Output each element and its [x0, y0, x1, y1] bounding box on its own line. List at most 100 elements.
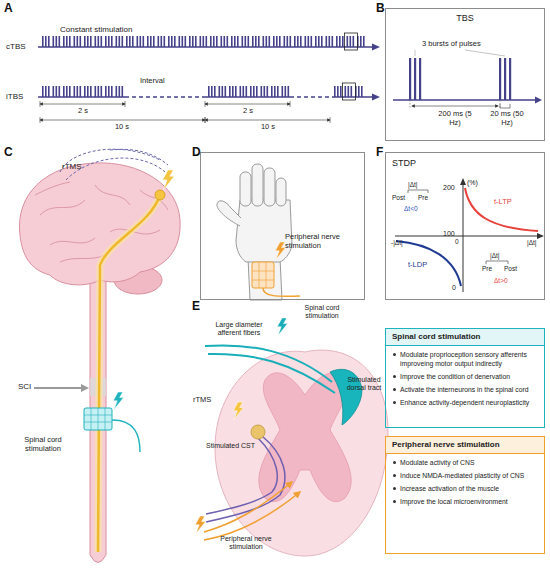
- annotation-label: Spinal cord stimulation: [6, 436, 80, 453]
- pulse-bar: [189, 36, 191, 47]
- bullet-text: Increase activation of the muscle: [400, 484, 499, 493]
- bullet-text: Enhance activity-dependent neuroplastici…: [400, 398, 529, 407]
- annotation-label: Pre: [482, 265, 492, 272]
- annotation-label: Δt>0: [494, 277, 508, 284]
- annotation-label: 200 ms (5 Hz): [435, 110, 475, 127]
- pulse-bar: [287, 36, 289, 47]
- pulse-bar: [252, 36, 254, 47]
- finger: [252, 164, 263, 206]
- pulse-bar: [179, 36, 181, 47]
- pulse-bar: [200, 36, 202, 47]
- bullet-item: Induce NMDA-mediated plasticity of CNS: [386, 471, 544, 480]
- bullet-item: Improve the local microenvironment: [386, 497, 544, 506]
- palm: [236, 200, 292, 262]
- nerve-electrode: [252, 262, 274, 288]
- pulse-bar: [185, 36, 187, 47]
- spinal-stimulator: [84, 408, 112, 430]
- pulse-bar: [98, 36, 100, 47]
- bullet-item: Enhance activity-dependent neuroplastici…: [386, 398, 544, 407]
- pulse-bar: [345, 86, 347, 97]
- highlight-box: [343, 83, 356, 100]
- bullet-dot: [393, 401, 396, 404]
- pulse-bar: [274, 86, 276, 97]
- pulse-bar: [350, 36, 352, 47]
- pulse-bar: [243, 86, 245, 97]
- annotation-label: iTBS: [6, 92, 23, 101]
- pulse-bar: [234, 36, 236, 47]
- pulse-bar: [98, 86, 100, 97]
- pulse-bar: [210, 36, 212, 47]
- pulse-bar: [225, 86, 227, 97]
- pulse-bar: [237, 36, 239, 47]
- pulse-bar: [69, 36, 71, 47]
- pulse-bar: [224, 36, 226, 47]
- arrow-head: [460, 178, 466, 185]
- duration-bracket: [40, 120, 205, 121]
- pulse-bar: [56, 86, 58, 97]
- pulse-bar: [87, 86, 89, 97]
- interval-axis: [290, 96, 332, 98]
- pulse-bar: [116, 36, 118, 47]
- pulse-bar: [174, 36, 176, 47]
- pulse-bar: [211, 86, 213, 97]
- pulse-bar: [253, 86, 255, 97]
- pulse-bar: [353, 36, 355, 47]
- interval-bracket: [486, 261, 508, 264]
- bullet-dot: [393, 487, 396, 490]
- finger: [264, 168, 275, 206]
- pulse-bar: [90, 36, 92, 47]
- lightning-symbol: [195, 516, 205, 534]
- pulse-bar: [77, 36, 79, 47]
- lightning-symbol: [275, 242, 285, 260]
- highlight-box: [345, 33, 358, 50]
- annotation-label: Large diameter afferent fibers: [204, 321, 274, 337]
- pulse-bar: [339, 36, 341, 47]
- pulse-bar: [232, 86, 234, 97]
- bullet-dot: [393, 353, 396, 356]
- pulse-bar: [42, 86, 44, 97]
- pulse-bar: [140, 36, 142, 47]
- pulse-bar: [84, 86, 86, 97]
- pulse-bar: [229, 86, 231, 97]
- brain-gyrus: [50, 238, 95, 245]
- brain-gyrus: [35, 182, 70, 195]
- panel-title: TBS: [386, 13, 544, 23]
- ltd-curve: [396, 241, 461, 286]
- pulse-bar: [214, 86, 216, 97]
- pulse-bar: [87, 36, 89, 47]
- pulse-bar: [279, 36, 281, 47]
- pulse-bar: [222, 86, 224, 97]
- pulse-bar: [326, 36, 328, 47]
- interval-axis: [125, 96, 205, 98]
- bullet-text: Modulate activity of CNS: [400, 458, 474, 467]
- pulse-bar: [219, 86, 221, 97]
- duration-bracket: [40, 104, 125, 105]
- annotation-label: t-LDP: [408, 261, 427, 270]
- pulse-bar: [74, 86, 76, 97]
- pulse-bar: [347, 36, 349, 47]
- pulse-bar: [271, 86, 273, 97]
- pulse-bar: [206, 36, 208, 47]
- panel-letter: B: [376, 2, 385, 16]
- pulse-bar: [150, 36, 152, 47]
- bullet-text: Improve the local microenvironment: [400, 497, 508, 506]
- pulse-bar: [337, 86, 339, 97]
- electrode-grid: [84, 408, 112, 430]
- pulse-bar: [74, 36, 76, 47]
- pulse-bar: [255, 36, 257, 47]
- annotation-label: 200: [443, 184, 455, 192]
- callout-label: Peripheral nerve stimulation: [285, 233, 357, 250]
- annotation-label: 0: [452, 284, 456, 292]
- pulse-bar: [105, 36, 107, 47]
- lightning-symbol: [277, 318, 287, 336]
- leader-line: [415, 50, 505, 56]
- motor-fiber: [206, 438, 277, 514]
- pulse-bar: [195, 36, 197, 47]
- pulse-bar: [101, 36, 103, 47]
- pointer-arrow: [34, 387, 82, 389]
- pulse-bar: [168, 36, 170, 47]
- pulse-bar: [267, 86, 269, 97]
- bullet-item: Increase activation of the muscle: [386, 484, 544, 493]
- stimulator-wire: [263, 288, 300, 296]
- bullet-dot: [393, 461, 396, 464]
